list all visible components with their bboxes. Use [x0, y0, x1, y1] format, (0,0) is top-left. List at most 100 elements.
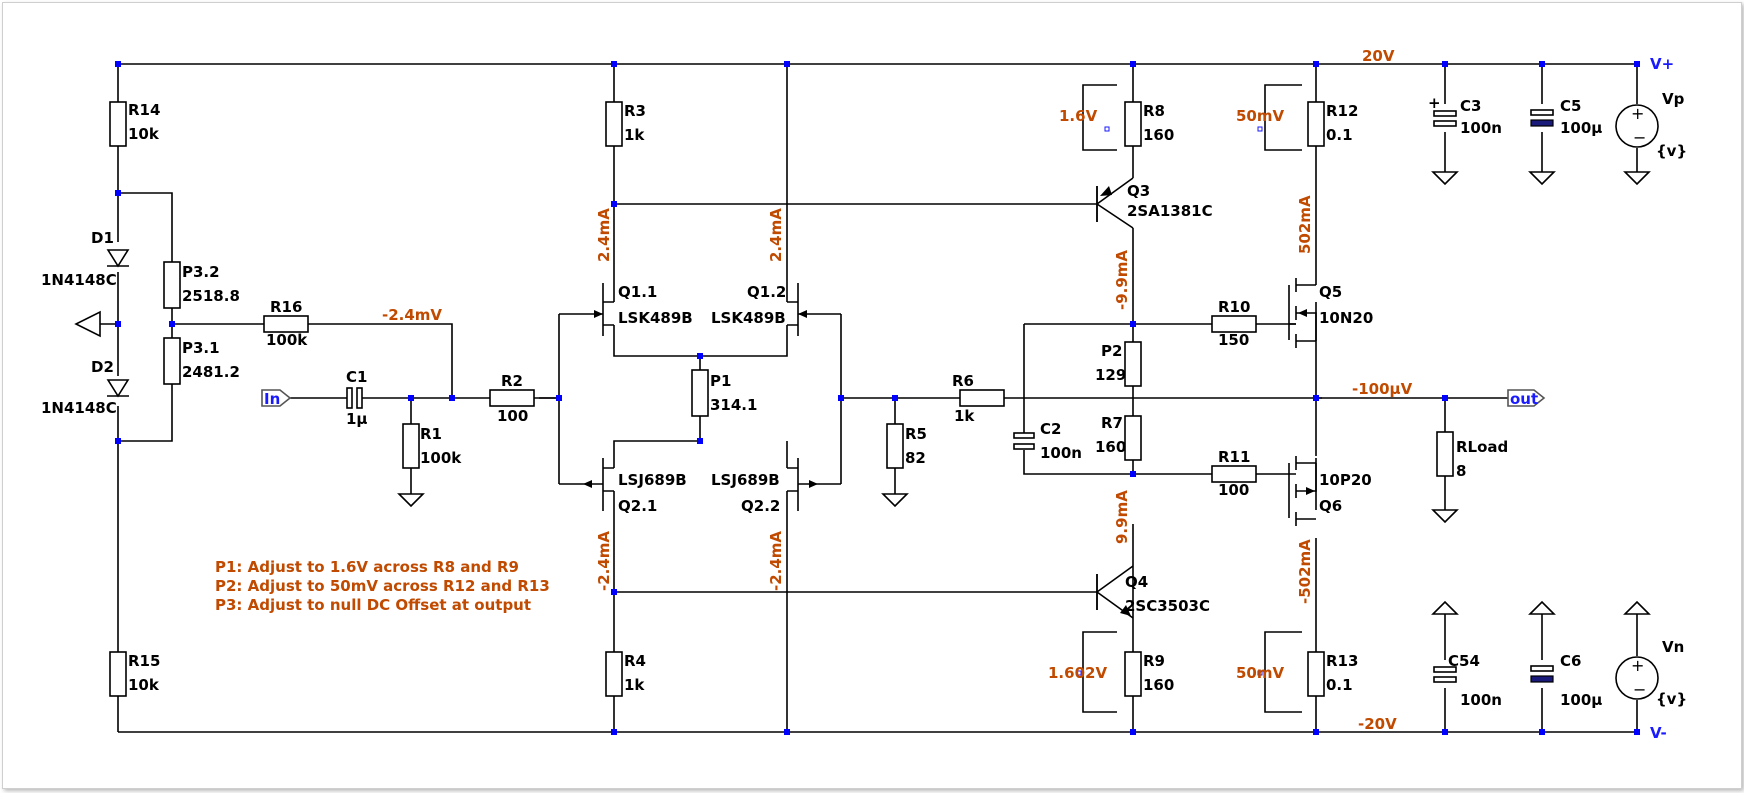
net-vminus-label: V-	[1650, 724, 1667, 742]
resistor-r15[interactable]	[109, 651, 127, 697]
note-p3: P3: Adjust to null DC Offset at output	[215, 596, 531, 614]
resistor-p3-2[interactable]	[163, 261, 181, 309]
resistor-r12[interactable]	[1307, 101, 1325, 147]
label-p3-1-value: 2481.2	[182, 363, 240, 381]
resistor-p2[interactable]	[1124, 341, 1142, 387]
label-r12-value: 0.1	[1326, 126, 1353, 144]
capacitor-c5[interactable]	[1530, 109, 1554, 127]
bjt-q4[interactable]	[1096, 574, 1131, 616]
label-p3-2-value: 2518.8	[182, 287, 240, 305]
mosfets	[1288, 274, 1317, 526]
label-q5-value: 10N20	[1319, 309, 1373, 327]
meas-q5-current: 502mA	[1296, 195, 1314, 254]
label-d2-name: D2	[91, 358, 114, 376]
resistor-r3[interactable]	[605, 101, 623, 147]
label-rload-value: 8	[1456, 462, 1466, 480]
ground-icon	[1431, 171, 1459, 186]
label-d1-value: 1N4148C	[41, 271, 117, 289]
label-r7-name: R7	[1101, 414, 1123, 432]
ground-icon	[881, 493, 909, 508]
resistor-r10[interactable]	[1211, 315, 1257, 333]
label-r8-name: R8	[1143, 102, 1165, 120]
resistor-r7[interactable]	[1124, 415, 1142, 461]
label-r14-value: 10k	[128, 125, 160, 143]
label-q1-2-name: Q1.2	[747, 283, 786, 301]
bjts	[1096, 186, 1131, 616]
label-r13-name: R13	[1326, 652, 1358, 670]
jfet-q1-2[interactable]	[787, 283, 818, 336]
label-r9-name: R9	[1143, 652, 1165, 670]
resistor-r13[interactable]	[1307, 651, 1325, 697]
resistor-r5[interactable]	[886, 423, 904, 469]
capacitor-c3[interactable]: +	[1428, 94, 1457, 127]
net-flags: In out V+ V-	[261, 55, 1674, 742]
note-p2: P2: Adjust to 50mV across R12 and R13	[215, 577, 550, 595]
net-flag-out[interactable]: out	[1507, 389, 1546, 408]
net-vplus-label: V+	[1650, 55, 1674, 73]
resistors	[109, 101, 1454, 697]
label-q1-2-value: LSK489B	[711, 309, 786, 327]
label-c3-name: C3	[1460, 97, 1481, 115]
resistor-r8[interactable]	[1124, 101, 1142, 147]
label-r12-name: R12	[1326, 102, 1358, 120]
label-c6-name: C6	[1560, 652, 1581, 670]
meas-r12-voltage: 50mV	[1236, 107, 1285, 125]
meas-r16-node: -2.4mV	[382, 306, 442, 324]
sources: + − + −	[1615, 104, 1659, 700]
ground-icon	[1431, 600, 1459, 615]
label-q3-value: 2SA1381C	[1127, 202, 1213, 220]
svg-text:+: +	[1428, 94, 1441, 112]
svg-text:−: −	[1633, 680, 1646, 699]
capacitor-c6[interactable]	[1530, 665, 1554, 683]
label-r4-name: R4	[624, 652, 646, 670]
label-c1-name: C1	[346, 368, 367, 386]
resistor-p1[interactable]	[691, 369, 709, 417]
voltage-source-vp[interactable]: + −	[1615, 104, 1659, 148]
resistor-rload[interactable]	[1436, 431, 1454, 477]
bjt-q3[interactable]	[1096, 186, 1112, 222]
resistor-r1[interactable]	[402, 423, 420, 469]
jfet-q2-1[interactable]	[583, 458, 614, 511]
label-r15-name: R15	[128, 652, 160, 670]
junction-dots	[115, 61, 1640, 735]
diodes	[106, 249, 130, 398]
resistor-r11[interactable]	[1211, 465, 1257, 483]
label-r5-name: R5	[905, 425, 927, 443]
meas-r13-voltage: 50mV	[1236, 664, 1285, 682]
diode-d2[interactable]	[106, 379, 130, 398]
label-r11-value: 100	[1218, 481, 1249, 499]
resistor-r2[interactable]	[489, 389, 535, 407]
capacitor-c1[interactable]	[346, 387, 363, 409]
resistor-r9[interactable]	[1124, 651, 1142, 697]
adjustment-notes: P1: Adjust to 1.6V across R8 and R9 P2: …	[215, 558, 550, 614]
mosfet-q6[interactable]	[1288, 456, 1317, 526]
jfet-q2-2[interactable]	[787, 458, 818, 511]
label-r14-name: R14	[128, 101, 160, 119]
diode-d1[interactable]	[106, 249, 130, 268]
label-p3-2-name: P3.2	[182, 263, 220, 281]
capacitor-c2[interactable]	[1013, 432, 1035, 450]
label-rload-name: RLoad	[1456, 438, 1508, 456]
resistor-r14[interactable]	[109, 101, 127, 147]
voltage-source-vn[interactable]: + −	[1615, 656, 1659, 700]
mosfet-q5[interactable]	[1288, 274, 1317, 348]
label-q4-name: Q4	[1125, 573, 1148, 591]
resistor-r4[interactable]	[605, 651, 623, 697]
label-vp-value: {v}	[1656, 142, 1687, 160]
label-q1-1-name: Q1.1	[618, 283, 657, 301]
label-q3-name: Q3	[1127, 182, 1150, 200]
capacitor-c54[interactable]	[1433, 666, 1457, 683]
resistor-r16[interactable]	[263, 315, 309, 333]
label-q4-value: 2SC3503C	[1125, 597, 1210, 615]
svg-text:−: −	[1633, 128, 1646, 147]
label-c1-value: 1µ	[346, 410, 367, 428]
label-r1-value: 100k	[420, 449, 462, 467]
resistor-r6[interactable]	[959, 389, 1005, 407]
meas-q2-1-current: -2.4mA	[595, 531, 613, 591]
net-flag-in[interactable]: In	[261, 389, 292, 408]
label-r3-value: 1k	[624, 126, 645, 144]
resistor-p3-1[interactable]	[163, 337, 181, 385]
jfet-q1-1[interactable]	[583, 283, 614, 336]
